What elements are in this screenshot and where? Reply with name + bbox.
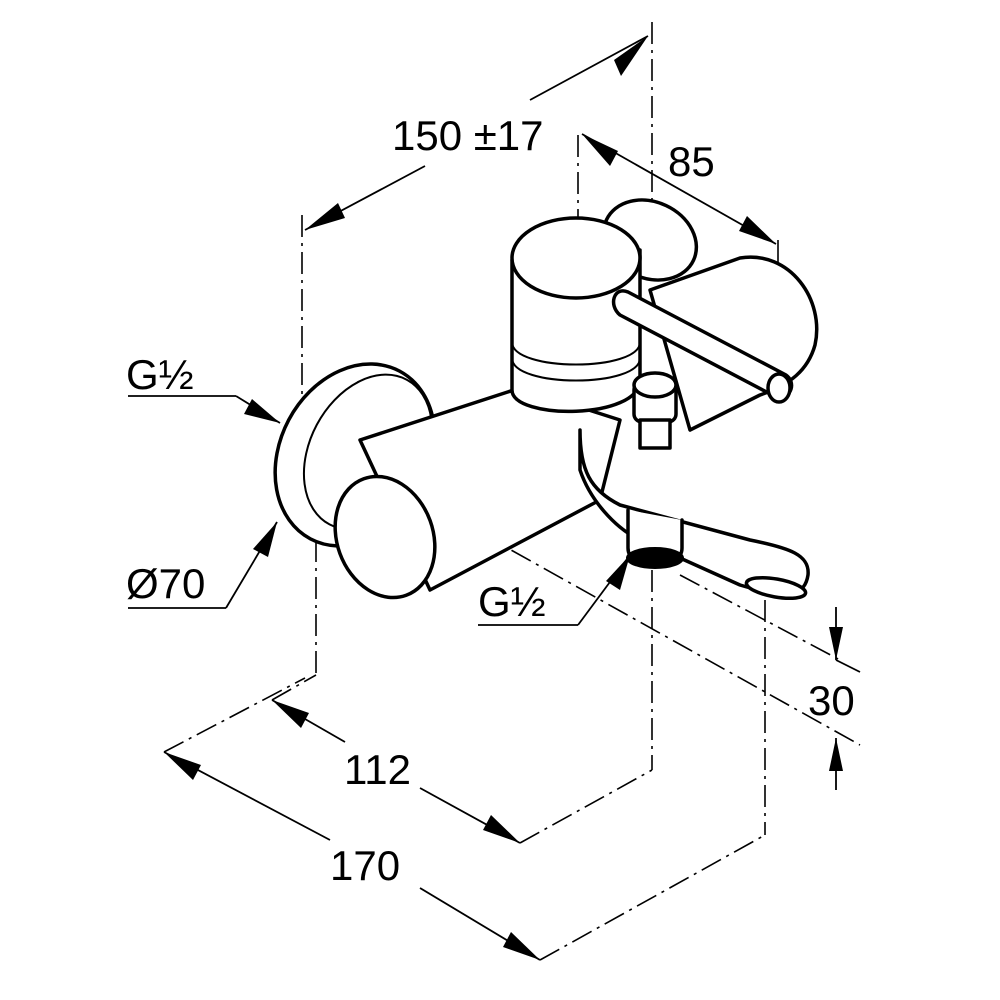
dim-lever-offset: 85 [668, 138, 715, 185]
dim-rosette-diameter: Ø70 [126, 560, 205, 607]
bath-mixer [273, 198, 819, 601]
outlet-thread [626, 547, 684, 569]
dimension-lines [128, 35, 861, 961]
dim-wall-thread: G½ [126, 351, 194, 398]
dim-outlet-distance: 112 [344, 746, 411, 793]
dim-total-depth: 170 [330, 842, 400, 889]
body-end-cap [333, 474, 437, 600]
dim-outlet-thread: G½ [478, 578, 546, 625]
mixer-axis-line [349, 459, 861, 746]
dim-outlet-height: 30 [808, 677, 855, 724]
spout-outlet [744, 575, 808, 601]
dim-projection-width: 150 ±17 [392, 112, 544, 159]
cartridge-top [510, 216, 642, 300]
spout [578, 428, 810, 596]
